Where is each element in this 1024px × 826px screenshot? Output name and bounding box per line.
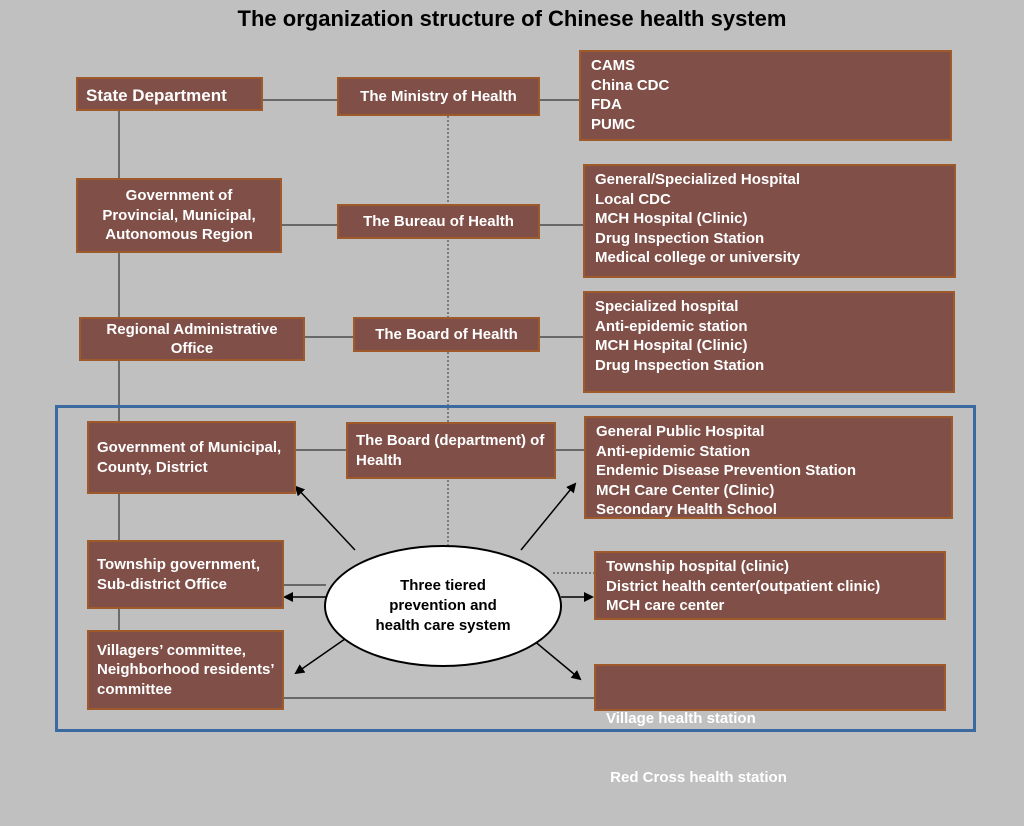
village-units-box: Village health station Red Cross health …: [594, 664, 946, 786]
township-government-label: Township government, Sub-district Office: [97, 556, 261, 593]
three-tiered-system-ellipse: Three tiered prevention and health care …: [324, 545, 562, 667]
bureau-of-health-box: The Bureau of Health: [337, 204, 540, 239]
village-unit-item: Red Cross health station: [606, 768, 787, 786]
board-department-of-health-box: The Board (department) of Health: [346, 422, 556, 479]
diagram-title: The organization structure of Chinese he…: [237, 6, 787, 31]
township-units-box: Township hospital (clinic) District heal…: [594, 551, 946, 620]
board-units-box: Specialized hospital Anti-epidemic stati…: [583, 291, 955, 393]
provincial-government-box: Government of Provincial, Municipal, Aut…: [76, 178, 282, 253]
state-department-box: State Department: [76, 77, 263, 111]
bureau-unit-item: Drug Inspection Station: [595, 229, 765, 247]
three-tiered-system-label: Three tiered prevention and health care …: [375, 577, 511, 634]
municipal-government-label: Government of Municipal, County, Distric…: [97, 439, 282, 476]
arrow-to-board-units: [520, 482, 577, 551]
slide: The organization structure of Chinese he…: [55, 6, 976, 786]
board-department-unit-item: Secondary Health School: [596, 501, 777, 518]
board-of-health-box: The Board of Health: [353, 317, 540, 352]
regional-office-label: Regional Administrative Office: [106, 320, 278, 358]
arrow-to-municipal: [294, 485, 356, 551]
township-unit-item: Township hospital (clinic): [606, 558, 790, 575]
board-unit-item: Drug Inspection Station: [595, 356, 765, 374]
board-unit-item: Anti-epidemic station: [595, 317, 748, 335]
villagers-committee-box: Villagers’ committee, Neighborhood resid…: [87, 630, 284, 710]
board-department-unit-item: Endemic Disease Prevention Station: [596, 462, 857, 479]
ministry-of-health-box: The Ministry of Health: [337, 77, 540, 116]
ministry-unit-item: FDA: [591, 96, 622, 113]
bureau-unit-item: Local CDC: [595, 190, 671, 208]
board-department-unit-item: MCH Care Center (Clinic): [596, 481, 775, 499]
ministry-unit-item: China CDC: [591, 76, 670, 94]
bureau-unit-item: MCH Hospital (Clinic): [595, 210, 748, 227]
villagers-committee-label: Villagers’ committee, Neighborhood resid…: [97, 641, 274, 698]
bureau-of-health-label: The Bureau of Health: [363, 212, 514, 230]
board-unit-item: Specialized hospital: [595, 298, 739, 315]
state-department-label: State Department: [86, 86, 227, 105]
board-department-units-box: General Public Hospital Anti-epidemic St…: [584, 416, 953, 519]
board-of-health-label: The Board of Health: [375, 325, 518, 343]
ministry-unit-item: CAMS: [591, 57, 636, 74]
ministry-units-box: CAMS China CDC FDA PUMC: [579, 50, 952, 141]
regional-office-box: Regional Administrative Office: [79, 317, 305, 361]
township-unit-item: MCH care center: [606, 597, 725, 614]
ministry-of-health-label: The Ministry of Health: [360, 87, 517, 105]
board-department-unit-item: General Public Hospital: [596, 423, 765, 440]
bureau-units-box: General/Specialized Hospital Local CDC M…: [583, 164, 956, 278]
bureau-unit-item: Medical college or university: [595, 249, 801, 266]
three-tier-frame: [55, 405, 976, 732]
board-unit-item: MCH Hospital (Clinic): [595, 337, 748, 354]
board-department-of-health-label: The Board (department) of Health: [356, 432, 545, 469]
village-unit-item: Village health station: [606, 710, 756, 727]
provincial-government-label: Government of Provincial, Municipal, Aut…: [102, 187, 256, 244]
bureau-unit-item: General/Specialized Hospital: [595, 171, 801, 188]
ministry-unit-item: PUMC: [591, 115, 636, 133]
municipal-government-box: Government of Municipal, County, Distric…: [87, 421, 296, 494]
board-department-unit-item: Anti-epidemic Station: [596, 442, 751, 460]
township-unit-item: District health center(outpatient clinic…: [606, 577, 881, 595]
township-government-box: Township government, Sub-district Office: [87, 540, 284, 609]
